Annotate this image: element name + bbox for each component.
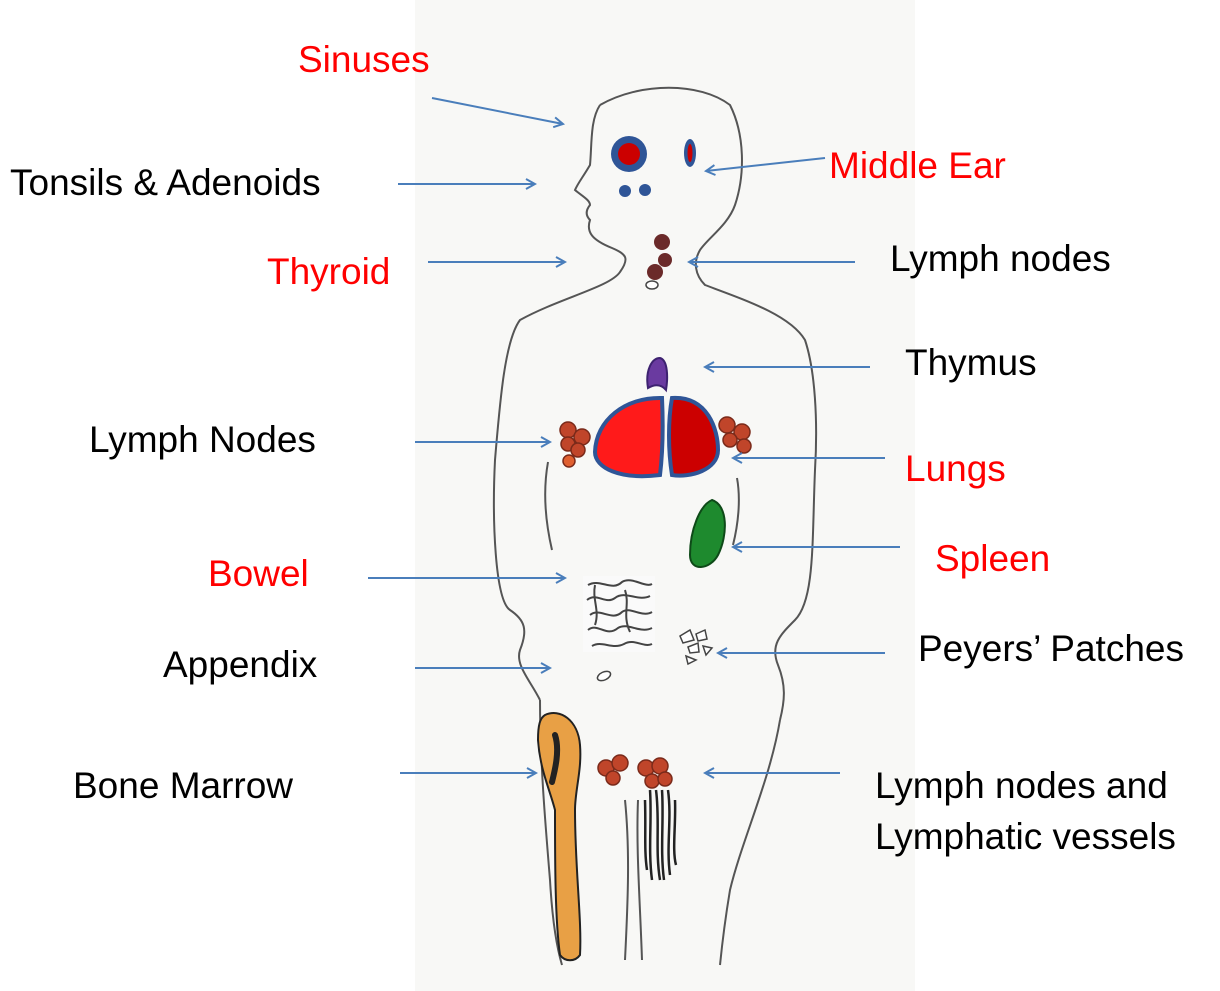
- body-outline: [494, 88, 816, 965]
- label-middle-ear: Middle Ear: [829, 144, 1006, 188]
- sinus-organ: [611, 136, 647, 172]
- right-arm-inner: [733, 478, 739, 545]
- label-sinuses: Sinuses: [298, 38, 430, 82]
- right-lung: [669, 398, 718, 476]
- label-bowel: Bowel: [208, 552, 309, 596]
- label-lymph-nodes-vessels-1: Lymph nodes and: [875, 764, 1168, 808]
- inner-leg-right: [637, 800, 642, 960]
- peyers-patches-organ: [680, 630, 712, 664]
- thymus-organ: [647, 358, 667, 390]
- neck-lymph-nodes: [646, 234, 672, 289]
- inguinal-lymph-nodes: [598, 755, 672, 788]
- appendix-organ: [596, 669, 612, 682]
- label-thymus: Thymus: [905, 341, 1037, 385]
- label-appendix: Appendix: [163, 643, 317, 687]
- inner-leg-left: [625, 800, 628, 960]
- right-leg-outline: [720, 720, 780, 965]
- label-lymph-nodes-neck: Lymph nodes: [890, 237, 1111, 281]
- label-bone-marrow: Bone Marrow: [73, 764, 293, 808]
- left-lung: [595, 398, 663, 476]
- spleen-organ: [690, 500, 725, 567]
- label-spleen: Spleen: [935, 537, 1050, 581]
- lymphatic-vessels: [645, 790, 676, 880]
- arrow-sinuses: [432, 98, 563, 124]
- label-tonsils-adenoids: Tonsils & Adenoids: [10, 161, 321, 205]
- label-lymph-nodes-axillary: Lymph Nodes: [89, 418, 316, 462]
- label-lungs: Lungs: [905, 447, 1006, 491]
- left-axillary-nodes: [560, 422, 590, 467]
- label-lymph-nodes-vessels-2: Lymphatic vessels: [875, 815, 1176, 859]
- middle-ear-organ: [684, 139, 696, 167]
- tonsils-organ: [619, 184, 651, 197]
- bowel-organ: [583, 576, 655, 652]
- right-axillary-nodes: [719, 417, 751, 453]
- arrow-middle-ear: [706, 158, 825, 171]
- left-arm-inner: [545, 462, 552, 550]
- label-peyers-patches: Peyers’ Patches: [918, 627, 1184, 671]
- label-thyroid: Thyroid: [267, 250, 390, 294]
